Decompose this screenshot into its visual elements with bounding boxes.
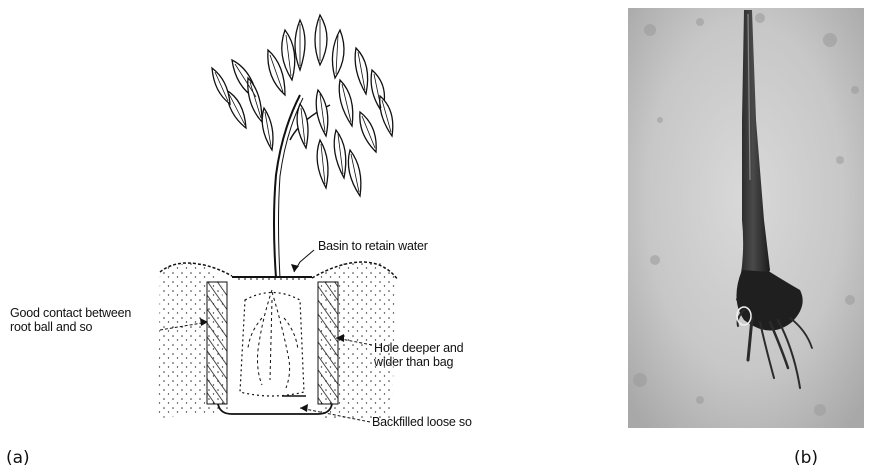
roots	[248, 290, 298, 388]
panel-a-label: (a)	[6, 448, 30, 468]
basin-label: Basin to retain water	[318, 239, 428, 253]
planting-diagram	[158, 15, 398, 422]
contact-label-line1: Good contact between	[10, 306, 131, 320]
stem	[274, 95, 300, 278]
hole-label-line1: Hole deeper and	[374, 341, 463, 355]
hole-outline	[218, 404, 332, 414]
hole-label-line2: wider than bag	[374, 355, 453, 369]
seedling-photo	[628, 8, 864, 428]
hole-wall-left	[207, 282, 227, 404]
leader-basin	[294, 250, 314, 272]
hole-wall-right	[318, 282, 338, 404]
panel-b-label: (b)	[794, 448, 818, 468]
canopy	[212, 15, 393, 196]
contact-label-line2: root ball and so	[10, 320, 92, 334]
backfilled-label: Backfilled loose so	[372, 415, 472, 429]
